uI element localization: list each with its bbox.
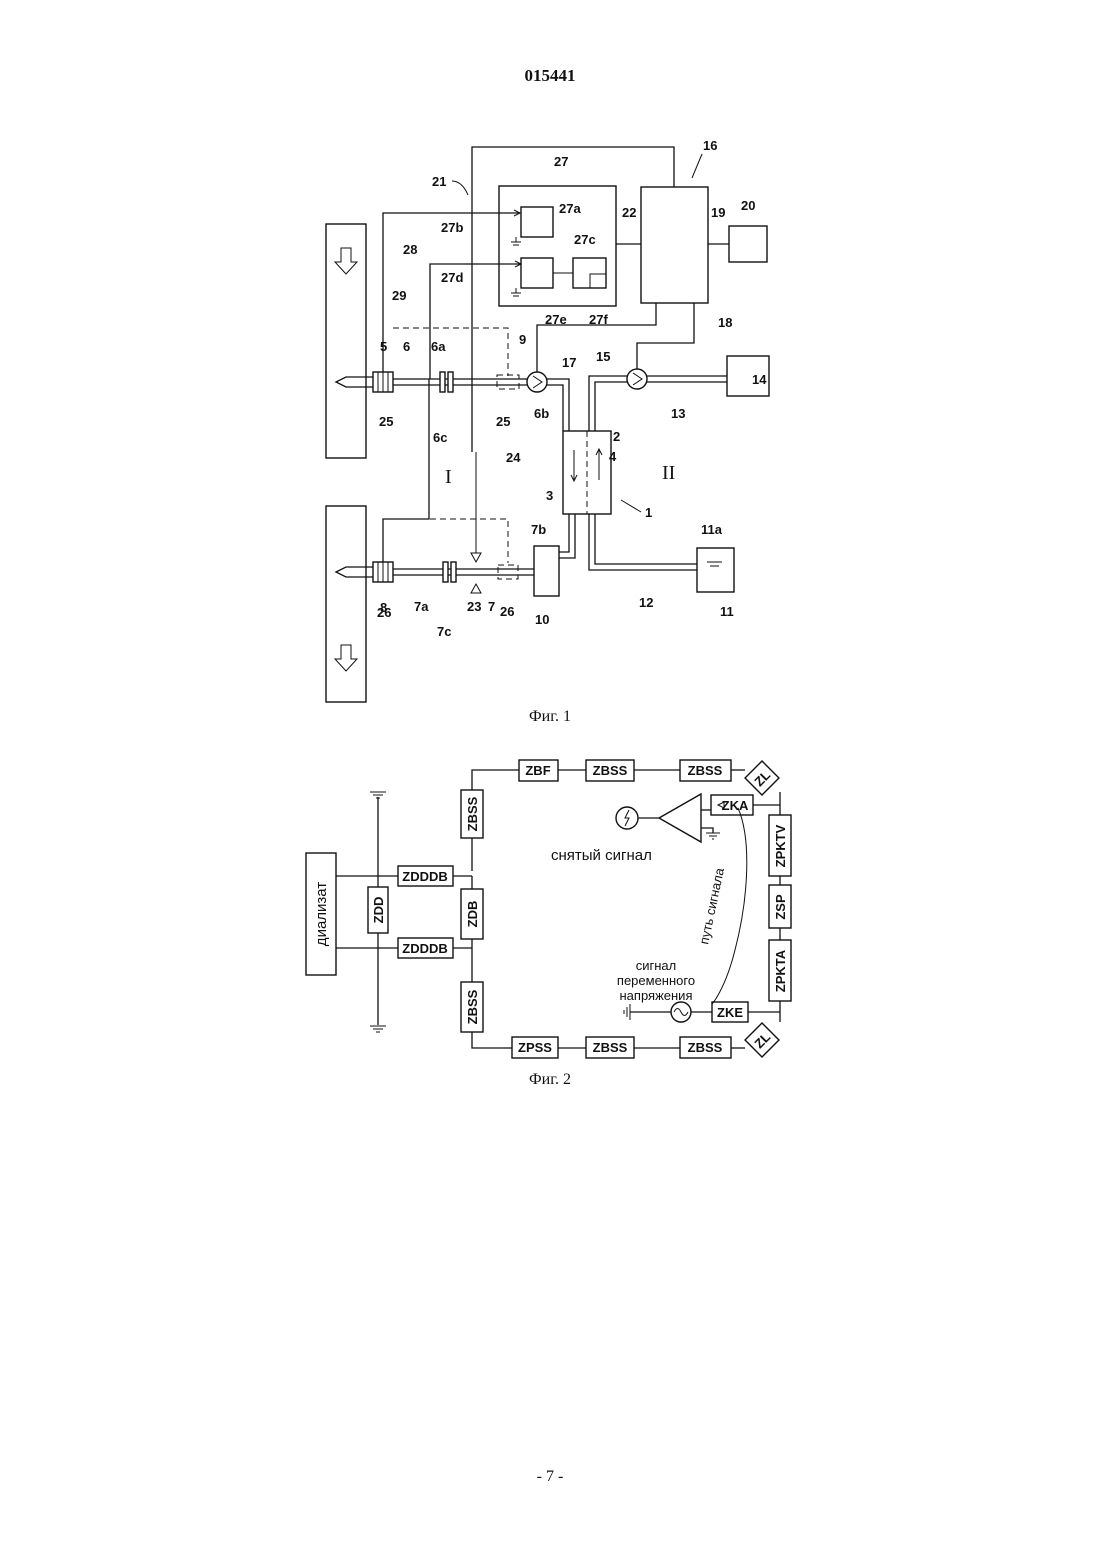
block-zpss: ZPSS xyxy=(518,1040,552,1055)
ac-signal-label-line2: переменного xyxy=(617,973,695,988)
page-number: - 7 - xyxy=(0,1468,1100,1486)
figure-2-diagram: ZBF ZBSS ZBSS ZL ZKA ZPKTV ZSP ZPKTA ZKE… xyxy=(0,0,1100,1100)
block-zpktv: ZPKTV xyxy=(773,824,788,867)
block-zpkta: ZPKTA xyxy=(773,949,788,992)
ac-signal-label-line3: напряжения xyxy=(620,988,693,1003)
block-zbss-top-2: ZBSS xyxy=(688,763,723,778)
block-zdddb-bottom: ZDDDB xyxy=(402,941,448,956)
block-zbss-bottom-2: ZBSS xyxy=(688,1040,723,1055)
amplifier-icon xyxy=(659,794,701,842)
block-zke: ZKE xyxy=(717,1005,743,1020)
ac-signal-label-line1: сигнал xyxy=(636,958,677,973)
picked-signal-label: снятый сигнал xyxy=(551,847,652,864)
block-zbss-left-top: ZBSS xyxy=(465,796,480,831)
block-zbss-top-1: ZBSS xyxy=(593,763,628,778)
block-zbf: ZBF xyxy=(525,763,550,778)
block-zka: ZKA xyxy=(722,798,749,813)
dialysate-label: диализат xyxy=(313,882,330,946)
block-zbss-left-bottom: ZBSS xyxy=(465,989,480,1024)
block-zbss-bottom-1: ZBSS xyxy=(593,1040,628,1055)
block-zdb: ZDB xyxy=(465,901,480,928)
block-zdddb-top: ZDDDB xyxy=(402,869,448,884)
block-zsp: ZSP xyxy=(773,894,788,920)
figure-2-caption: Фиг. 2 xyxy=(0,1071,1100,1089)
ground-icon xyxy=(624,1004,630,1020)
signal-path-label: путь сигнала xyxy=(696,866,727,946)
block-zdd: ZDD xyxy=(371,897,386,924)
ground-icon xyxy=(370,1026,386,1032)
